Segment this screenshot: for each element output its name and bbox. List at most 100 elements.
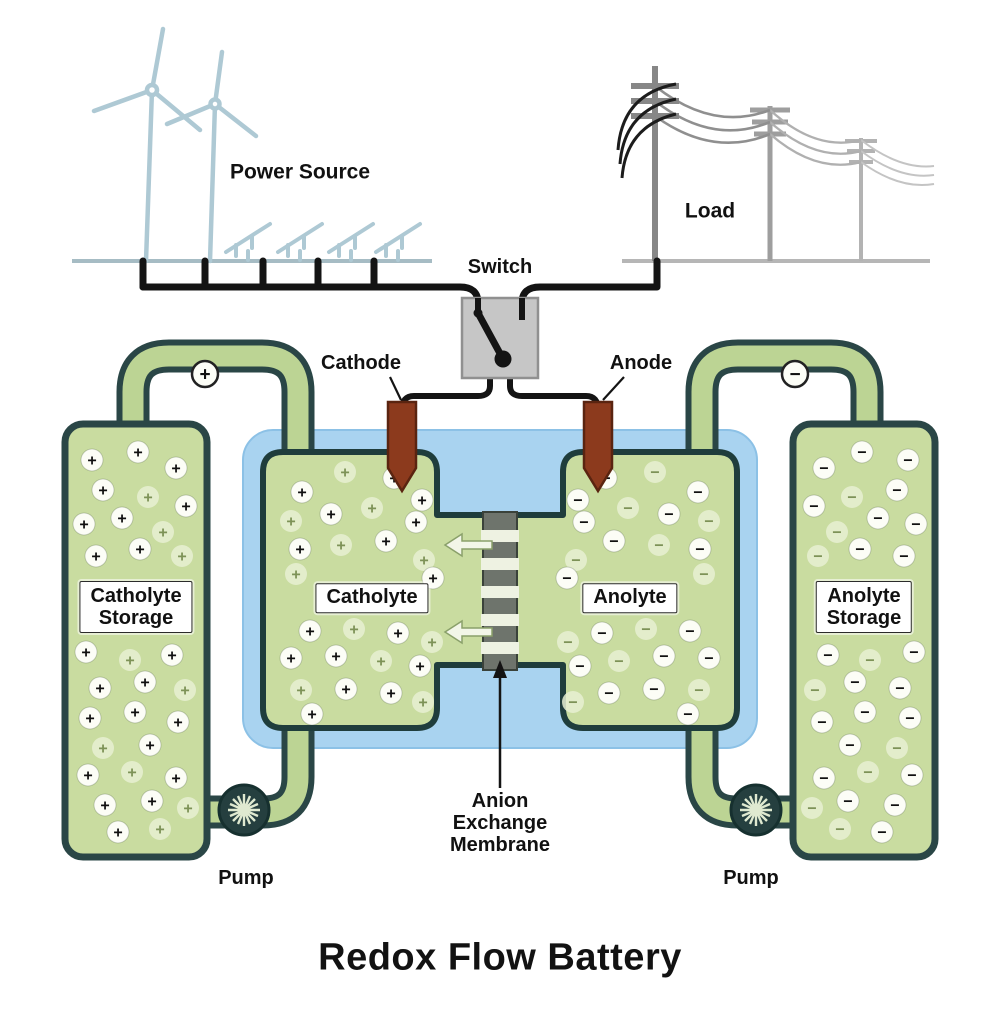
- charge-symbol: −: [819, 771, 828, 788]
- charge-particle: [119, 649, 141, 671]
- charge-symbol: +: [147, 794, 156, 811]
- charge-symbol: −: [563, 635, 572, 652]
- membrane-stripes: [481, 530, 519, 654]
- charge-particle: [80, 448, 104, 472]
- charge-particle: [652, 644, 676, 668]
- charge-symbol: −: [819, 461, 828, 478]
- charge-symbol: +: [79, 517, 88, 534]
- anolyte-storage-line2: Storage: [826, 607, 902, 629]
- charge-particle: [334, 461, 356, 483]
- charge-symbol: +: [145, 738, 154, 755]
- charge-particle: [697, 646, 721, 670]
- charge-particle: [126, 440, 150, 464]
- charge-particle: [164, 766, 188, 790]
- switch-lever: [474, 309, 507, 363]
- turbine-tower: [207, 101, 218, 264]
- charge-symbol: +: [296, 683, 305, 700]
- charge-particle: [900, 763, 924, 787]
- charge-symbol: −: [695, 542, 704, 559]
- source-bus-wire: [139, 283, 482, 307]
- charge-symbol: −: [809, 499, 818, 516]
- charge-particle: [319, 502, 343, 526]
- negative-badge: [780, 359, 810, 389]
- switch-contact: [473, 308, 483, 318]
- turbine-blades: [164, 49, 259, 139]
- power-pole: [750, 106, 790, 261]
- load-wire: [518, 257, 661, 307]
- charge-particle: [904, 512, 928, 536]
- charge-particle: [810, 710, 834, 734]
- charge-symbol: +: [95, 681, 104, 698]
- turbine-tower: [143, 87, 155, 264]
- charge-symbol: +: [81, 645, 90, 662]
- charge-particle: [421, 631, 443, 653]
- turbine-hub: [208, 97, 222, 111]
- charge-symbol: −: [845, 738, 854, 755]
- charge-particle: [590, 621, 614, 645]
- charge-symbol: −: [650, 465, 659, 482]
- charge-symbol: −: [905, 711, 914, 728]
- charge-symbol: −: [873, 511, 882, 528]
- charge-particle: [412, 691, 434, 713]
- charge-particles: ++++++++++++++++++++++++++++++++++++++++…: [72, 440, 928, 844]
- charge-particle: [642, 677, 666, 701]
- charge-symbol: −: [855, 542, 864, 559]
- charge-particle: [896, 448, 920, 472]
- load-label: Load: [684, 199, 736, 223]
- charge-symbol: +: [130, 705, 139, 722]
- charge-particle: [807, 545, 829, 567]
- charge-symbol: +: [87, 453, 96, 470]
- charge-symbol: +: [381, 534, 390, 551]
- turbine-blades: [91, 26, 203, 133]
- charge-symbol: +: [286, 651, 295, 668]
- switch-label: Switch: [467, 256, 533, 279]
- charge-particle: [562, 691, 584, 713]
- charge-particle: [171, 545, 193, 567]
- power-wires-mid: [769, 109, 862, 166]
- charge-symbol: −: [877, 825, 886, 842]
- charge-symbol: −: [573, 493, 582, 510]
- charge-particle: [361, 497, 383, 519]
- charge-symbol: +: [376, 654, 385, 671]
- charge-symbol: +: [307, 707, 316, 724]
- charge-symbol: −: [659, 649, 668, 666]
- charge-symbol: +: [98, 741, 107, 758]
- pipe-top-right: [691, 345, 878, 485]
- charge-particle: [410, 488, 434, 512]
- anode-electrode: [582, 400, 614, 494]
- charge-symbol: −: [909, 645, 918, 662]
- solar-panel: [374, 222, 422, 262]
- charge-particle: [602, 529, 626, 553]
- charge-symbol: −: [568, 695, 577, 712]
- charge-particle: [149, 818, 171, 840]
- charge-symbol: −: [614, 654, 623, 671]
- charge-particle: [121, 761, 143, 783]
- charge-symbol: +: [171, 771, 180, 788]
- ion-flow-arrows: [443, 532, 493, 645]
- charge-symbol: +: [143, 490, 152, 507]
- membrane-pointer-arrowhead: [493, 660, 507, 678]
- charge-particle: [140, 789, 164, 813]
- charge-symbol: +: [133, 445, 142, 462]
- ion-arrow-left-icon: [443, 619, 493, 645]
- charge-particle: [826, 521, 848, 543]
- charge-symbol: −: [623, 501, 632, 518]
- charge-symbol: −: [807, 801, 816, 818]
- charge-particle: [635, 618, 657, 640]
- charge-particle: [280, 510, 302, 532]
- pipe-top-left: [122, 345, 309, 485]
- charge-particle: [298, 619, 322, 643]
- charge-symbol: +: [177, 549, 186, 566]
- charge-symbol: +: [140, 675, 149, 692]
- charge-symbol: +: [173, 715, 182, 732]
- charge-particle: [123, 700, 147, 724]
- charge-symbol: −: [693, 485, 702, 502]
- charge-symbol: +: [167, 648, 176, 665]
- charge-particle: [676, 702, 700, 726]
- charge-particle: [572, 510, 596, 534]
- charge-symbol: −: [911, 517, 920, 534]
- charge-symbol: −: [860, 705, 869, 722]
- charge-symbol: −: [685, 624, 694, 641]
- charge-particle: [334, 677, 358, 701]
- catholyte-tank: [61, 420, 211, 861]
